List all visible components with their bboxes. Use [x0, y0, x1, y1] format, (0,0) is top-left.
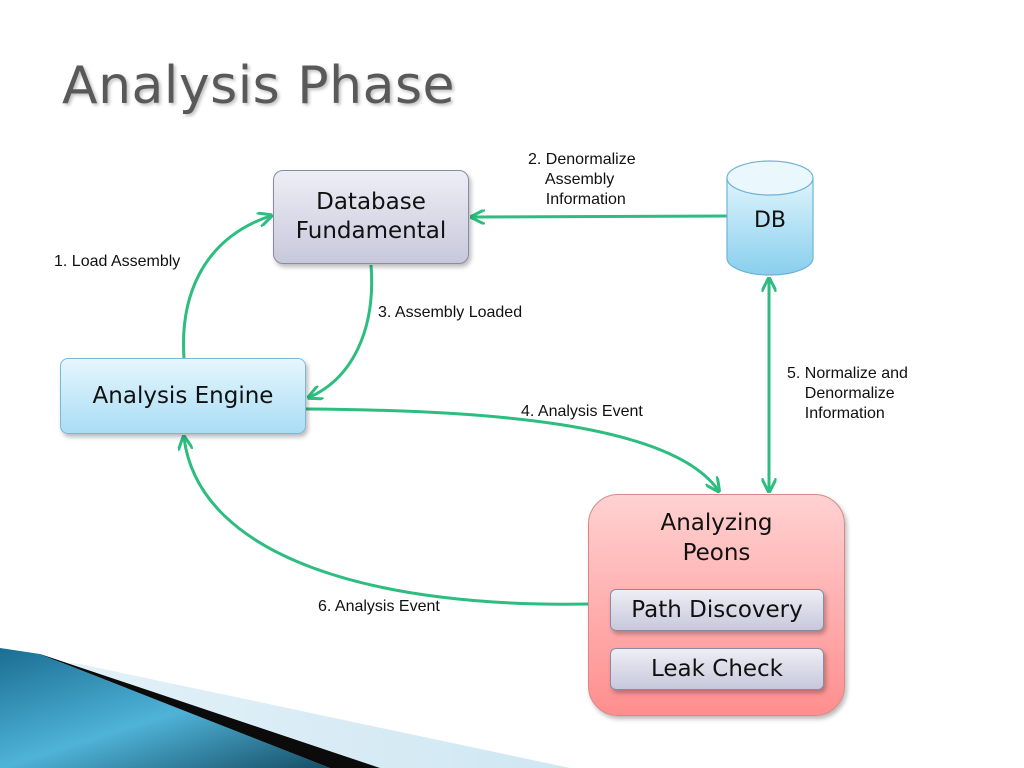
leak-check-node: Leak Check [610, 648, 824, 690]
path-discovery-node: Path Discovery [610, 589, 824, 631]
arrow-analysis-event-6 [184, 438, 589, 606]
edge-label-analysis-event-4: 4. Analysis Event [521, 403, 643, 420]
analysis-engine-label: Analysis Engine [92, 382, 274, 409]
arrow-assembly-loaded [310, 264, 374, 397]
edge-label-analysis-event-6: 6. Analysis Event [318, 598, 440, 615]
edge-label-load-assembly: 1. Load Assembly [54, 253, 181, 270]
arrow-denormalize-assembly [473, 216, 728, 217]
analyzing-peons-label: Analyzing Peons [660, 510, 773, 566]
db-node: DB [753, 208, 787, 233]
path-discovery-label: Path Discovery [631, 596, 803, 623]
arrow-load-assembly [182, 216, 270, 359]
leak-check-label: Leak Check [650, 655, 784, 682]
edge-label-denormalize-assembly: 2. Denormalize Assembly Information [528, 151, 636, 208]
slide-title: Analysis Phase [62, 56, 456, 116]
edge-label-normalize-denormalize: 5. Normalize and Denormalize Information [787, 365, 908, 422]
analysis-engine-node: Analysis Engine [60, 358, 306, 434]
database-fundamental-label: Database Fundamental [295, 189, 447, 244]
edge-label-assembly-loaded: 3. Assembly Loaded [378, 304, 523, 321]
database-fundamental-node: Database Fundamental [273, 170, 469, 264]
arrow-analysis-event-4 [305, 407, 718, 490]
